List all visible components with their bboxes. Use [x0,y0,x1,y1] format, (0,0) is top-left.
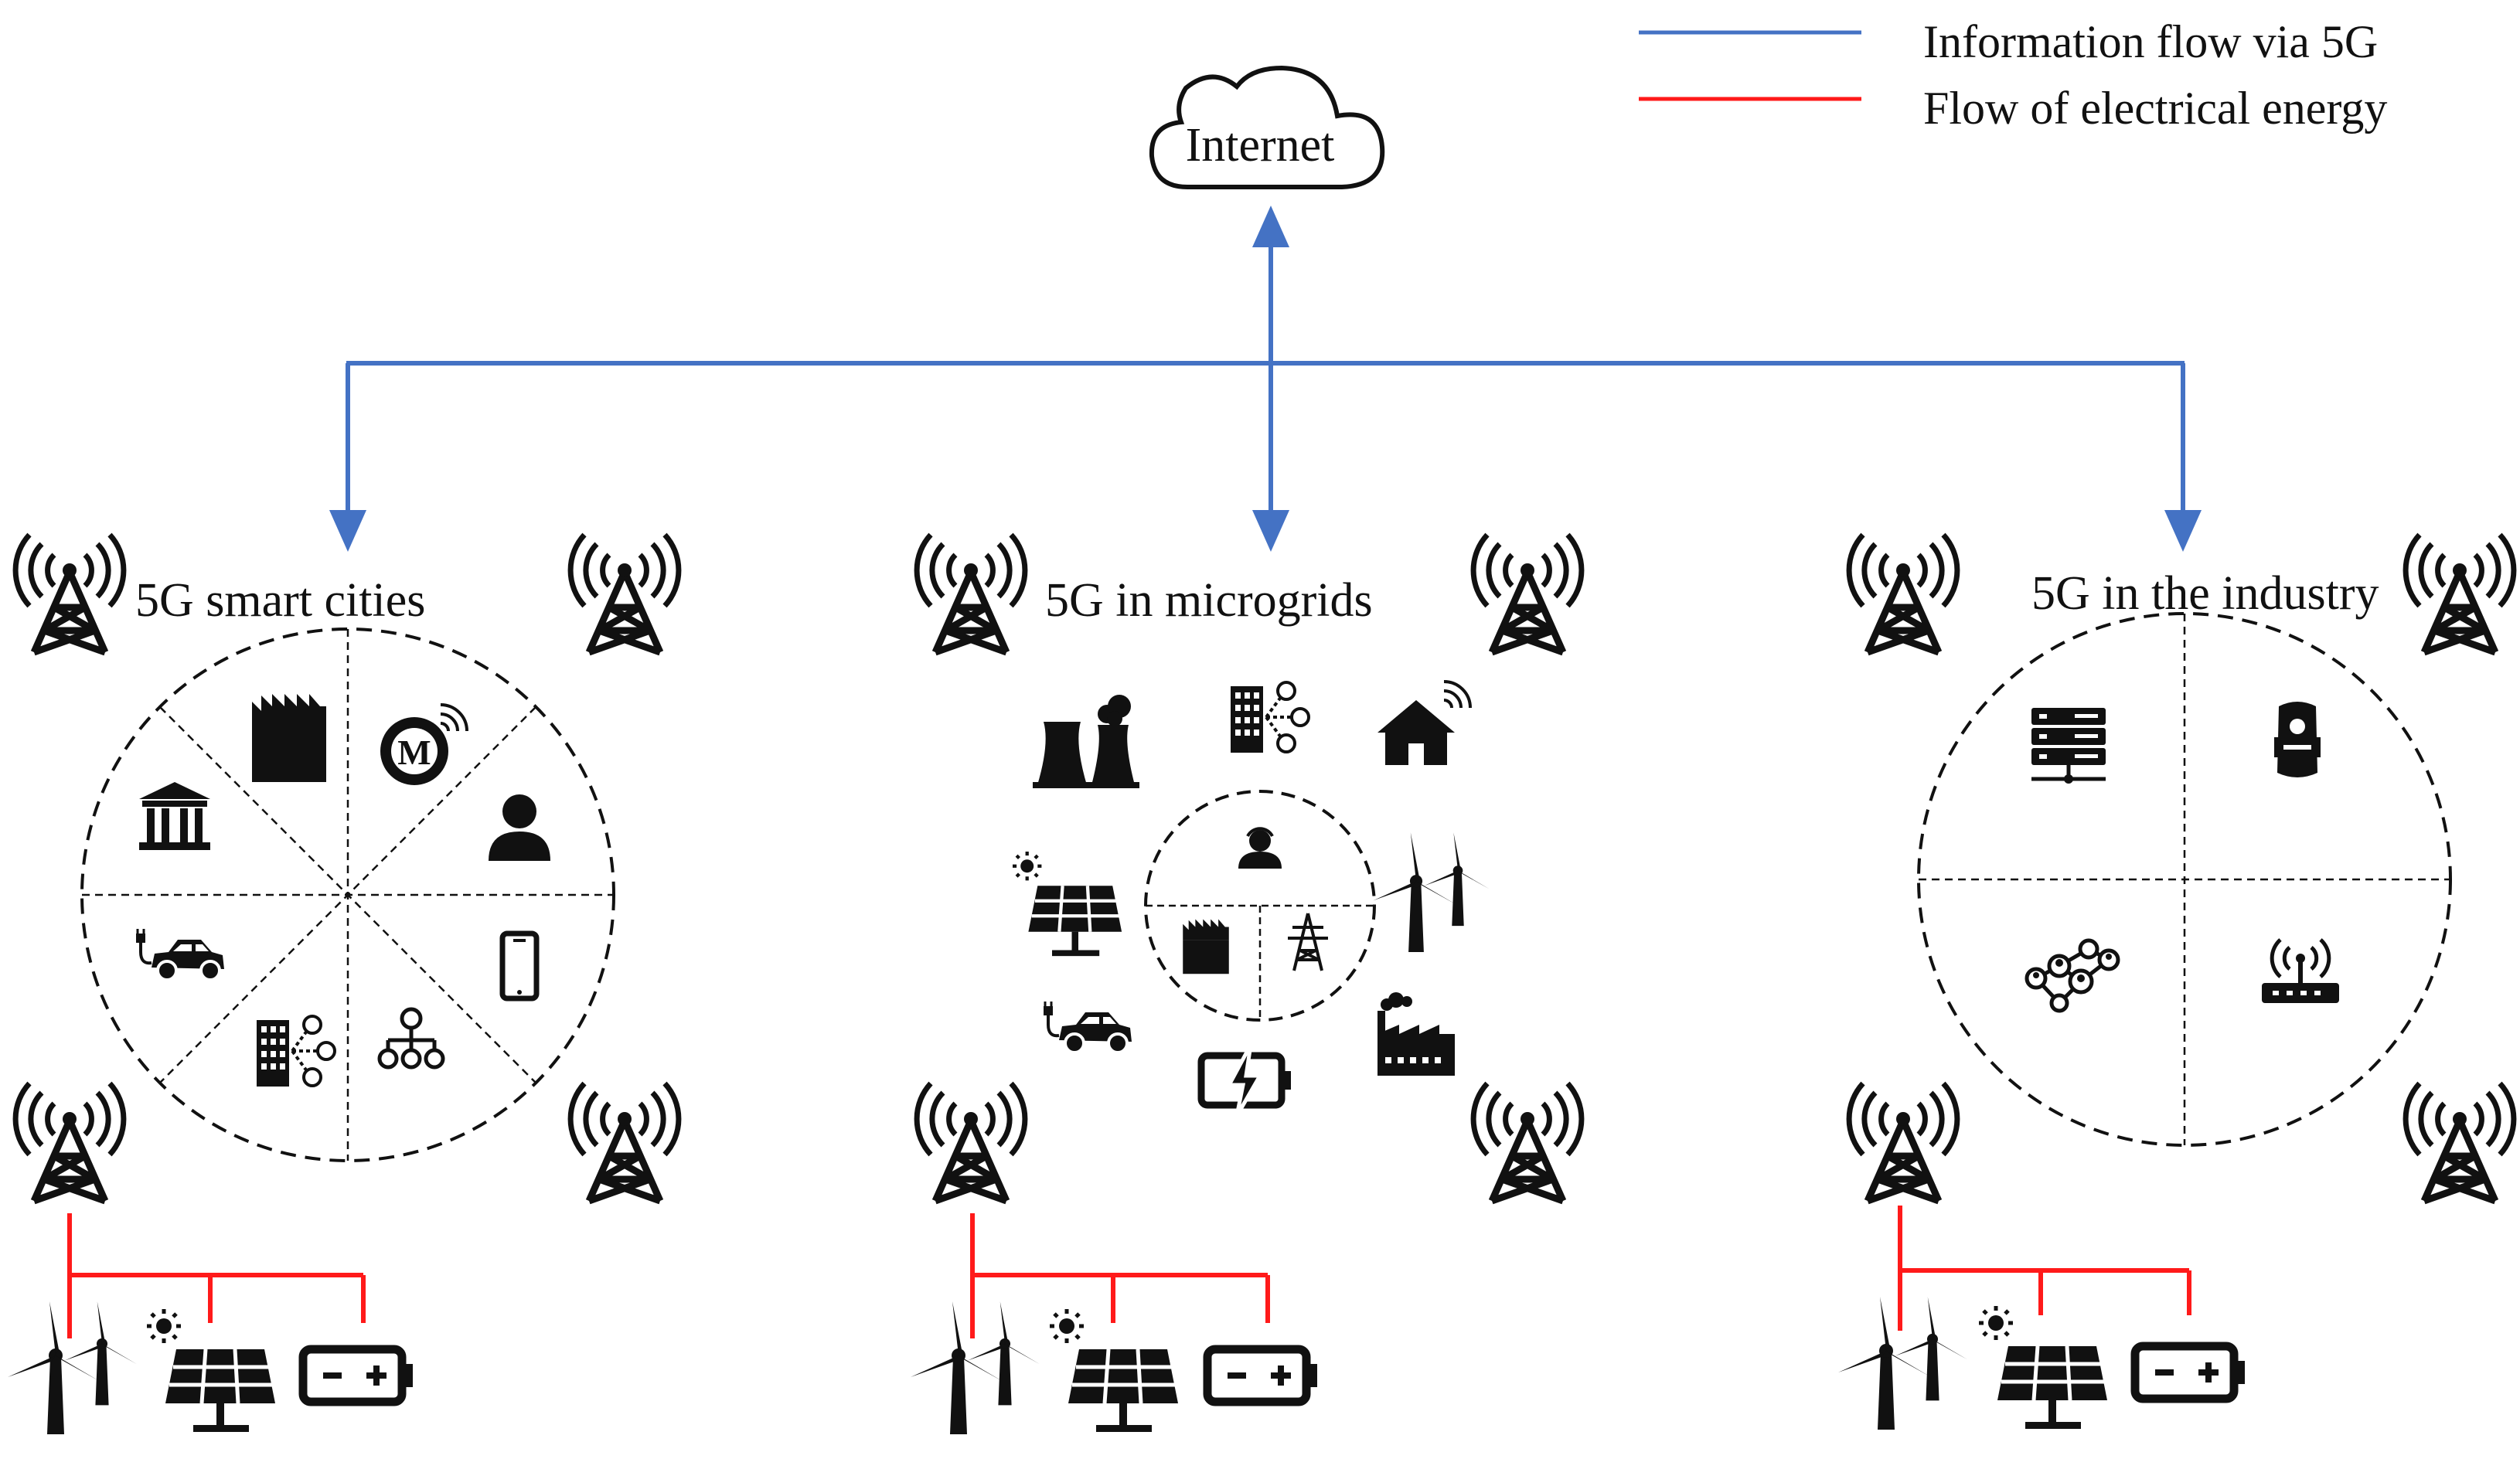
transmission-tower-icon [1286,912,1330,972]
sector-dividers [82,629,614,1161]
smart-home-icon [1376,680,1472,767]
cluster-smart-cities: 5G smart cities [8,535,679,1434]
cluster-industry: 5G in the industry [1838,535,2514,1430]
internet-cloud: Internet [1149,65,1385,189]
cell-tower-icon [1473,535,1582,652]
robot-icon [2274,702,2321,777]
cell-tower-icon [1473,1083,1582,1201]
legend: Information flow via 5G Flow of electric… [1639,16,2387,134]
operator-icon [1237,827,1283,870]
cloud-icon [1149,65,1385,189]
cluster-title: 5G in the industry [2031,567,2379,620]
electric-car-icon [135,927,226,981]
cell-tower-icon [2406,1083,2514,1201]
battery-icon [2135,1346,2245,1399]
battery-charging-icon [1201,1045,1291,1116]
industrial-plant-icon [1377,992,1455,1076]
info-flow-lines [329,206,2202,552]
cell-tower-icon [570,1083,679,1201]
wind-turbine-icon [8,1301,138,1434]
smart-building-icon [1229,681,1310,754]
cell-tower-icon [15,535,124,652]
energy-bus [67,1213,366,1338]
wind-turbine-icon [911,1301,1040,1434]
solar-panel-icon [1050,1309,1178,1432]
government-building-icon [139,782,210,850]
energy-bus [970,1213,1270,1338]
cell-tower-icon [917,1083,1025,1201]
network-nodes-icon [2027,940,2118,1011]
energy-bus [1898,1206,2191,1331]
cell-tower-icon [917,535,1025,652]
smartphone-icon [502,934,536,998]
cluster-title: 5G in microgrids [1045,574,1373,627]
solar-panel-icon [147,1309,275,1432]
legend-energy-flow-label: Flow of electrical energy [1923,83,2387,134]
quadrant-dividers [1919,614,2450,1145]
core-dividers [1146,904,1374,1020]
smart-building-icon [255,1015,336,1088]
solar-panel-icon [1979,1306,2107,1429]
cell-tower-icon [1849,535,1957,652]
electric-car-icon [1042,1000,1133,1054]
user-icon [489,794,550,861]
power-plant-icon [1033,695,1139,788]
smart-meter-icon [379,703,468,787]
wind-turbine-icon [1838,1297,1968,1430]
battery-icon [303,1349,413,1402]
cell-tower-icon [15,1083,124,1201]
cell-tower-icon [1849,1083,1957,1201]
wifi-router-icon [2262,940,2339,1003]
wind-turbine-icon [1373,832,1490,952]
server-icon [2031,708,2106,784]
cluster-title: 5G smart cities [135,574,425,627]
cell-tower-icon [2406,535,2514,652]
factory-icon [252,694,326,782]
battery-icon [1207,1349,1317,1402]
org-chart-icon [380,1009,443,1067]
cloud-label: Internet [1186,119,1335,172]
cluster-microgrids: 5G in microgrids [911,535,1582,1434]
factory-icon [1183,919,1229,974]
solar-panel-icon [1013,852,1122,956]
cell-tower-icon [570,535,679,652]
legend-info-flow-label: Information flow via 5G [1923,16,2378,67]
